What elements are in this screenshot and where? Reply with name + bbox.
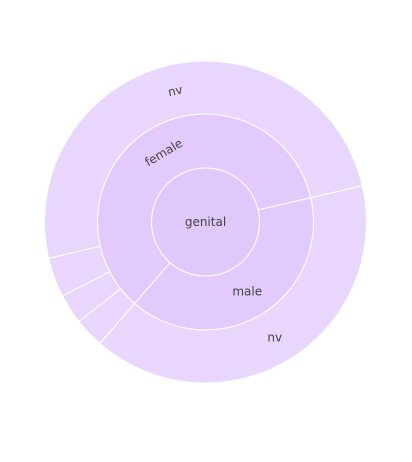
sunburst-segments (44, 60, 367, 384)
segment-genital-female-item-2[interactable] (61, 271, 122, 323)
segment-genital-label: genital (185, 215, 226, 229)
segment-genital-female-nv[interactable] (44, 60, 363, 259)
segment-genital-female-item-3[interactable] (78, 288, 136, 345)
segment-genital-male-nv[interactable] (99, 185, 367, 384)
segment-genital-female-nv-label: nv (166, 82, 183, 99)
segment-genital-male-label: male (232, 284, 262, 298)
segment-genital-female-item-1[interactable] (48, 245, 111, 297)
segment-genital-male-nv-label: nv (267, 330, 282, 344)
